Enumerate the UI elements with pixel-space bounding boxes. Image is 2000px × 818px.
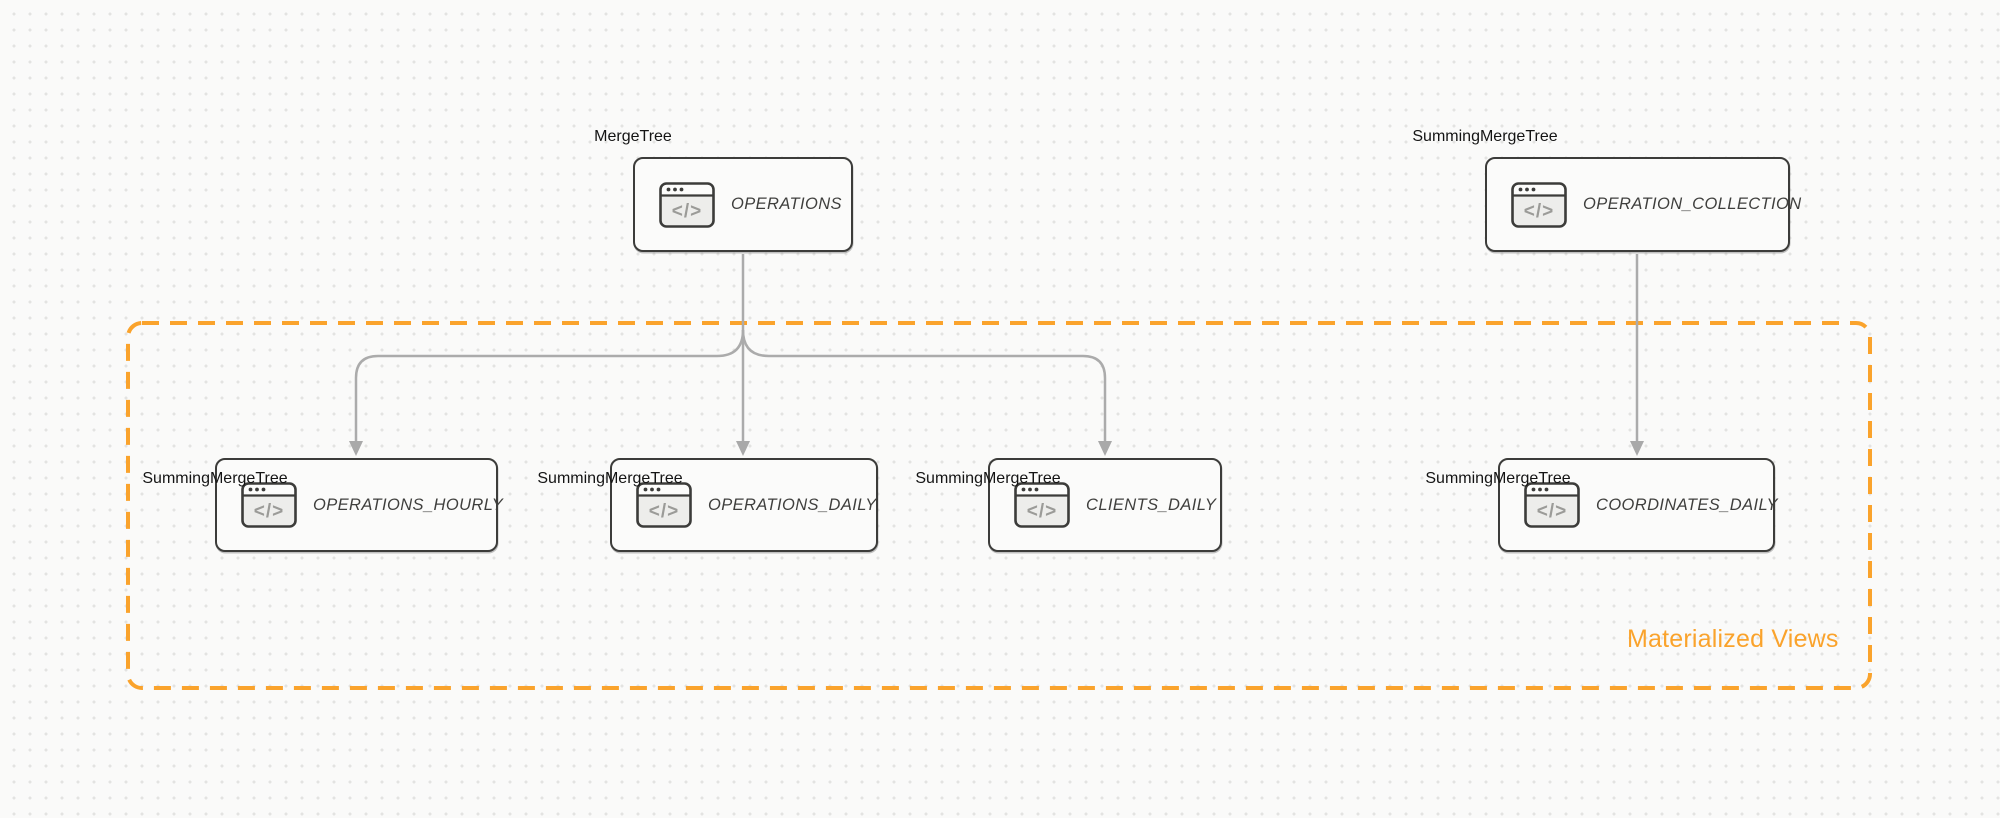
node-title: OPERATIONS (731, 195, 842, 213)
engine-label: SummingMergeTree (142, 470, 288, 487)
svg-text:</>: </> (649, 501, 679, 522)
node-title: OPERATIONS_HOURLY (313, 495, 504, 514)
engine-label: SummingMergeTree (1425, 470, 1571, 487)
code-window-icon: </> (636, 482, 692, 528)
engine-label: MergeTree (594, 128, 672, 145)
edge-operations-to-operations-hourly (349, 329, 745, 456)
code-window-icon: </> (659, 181, 715, 228)
table-node: </> OPERATIONS (633, 157, 853, 252)
svg-text:</>: </> (1537, 501, 1567, 522)
node-title: CLIENTS_DAILY (1086, 495, 1217, 514)
table-node: </> CLIENTS_DAILY (988, 458, 1222, 552)
edge-operations-to-operations-daily (736, 254, 750, 456)
code-window-icon: </> (1014, 482, 1070, 528)
node-title: OPERATIONS_DAILY (708, 495, 877, 514)
table-node: </> OPERATION_COLLECTION (1485, 157, 1801, 252)
engine-label: SummingMergeTree (1412, 128, 1558, 145)
engine-label: SummingMergeTree (915, 470, 1061, 487)
node-title: OPERATION_COLLECTION (1583, 195, 1802, 213)
engine-label: SummingMergeTree (537, 470, 683, 487)
materialized-views-label: Materialized Views (1627, 625, 1839, 653)
svg-text:</>: </> (672, 201, 702, 222)
code-window-icon: </> (1511, 181, 1567, 228)
table-node: </> OPERATIONS_DAILY (610, 458, 878, 552)
svg-text:</>: </> (254, 501, 284, 522)
table-node: </> COORDINATES_DAILY (1498, 458, 1778, 552)
edge-operations-to-clients-daily (741, 329, 1112, 456)
node-title: COORDINATES_DAILY (1596, 495, 1778, 514)
svg-text:</>: </> (1524, 201, 1554, 222)
edge-operation-collection-to-coordinates-daily (1630, 254, 1644, 456)
svg-text:</>: </> (1027, 501, 1057, 522)
code-window-icon: </> (241, 482, 297, 528)
table-node: </> OPERATIONS_HOURLY (215, 458, 503, 552)
code-window-icon: </> (1524, 482, 1580, 528)
